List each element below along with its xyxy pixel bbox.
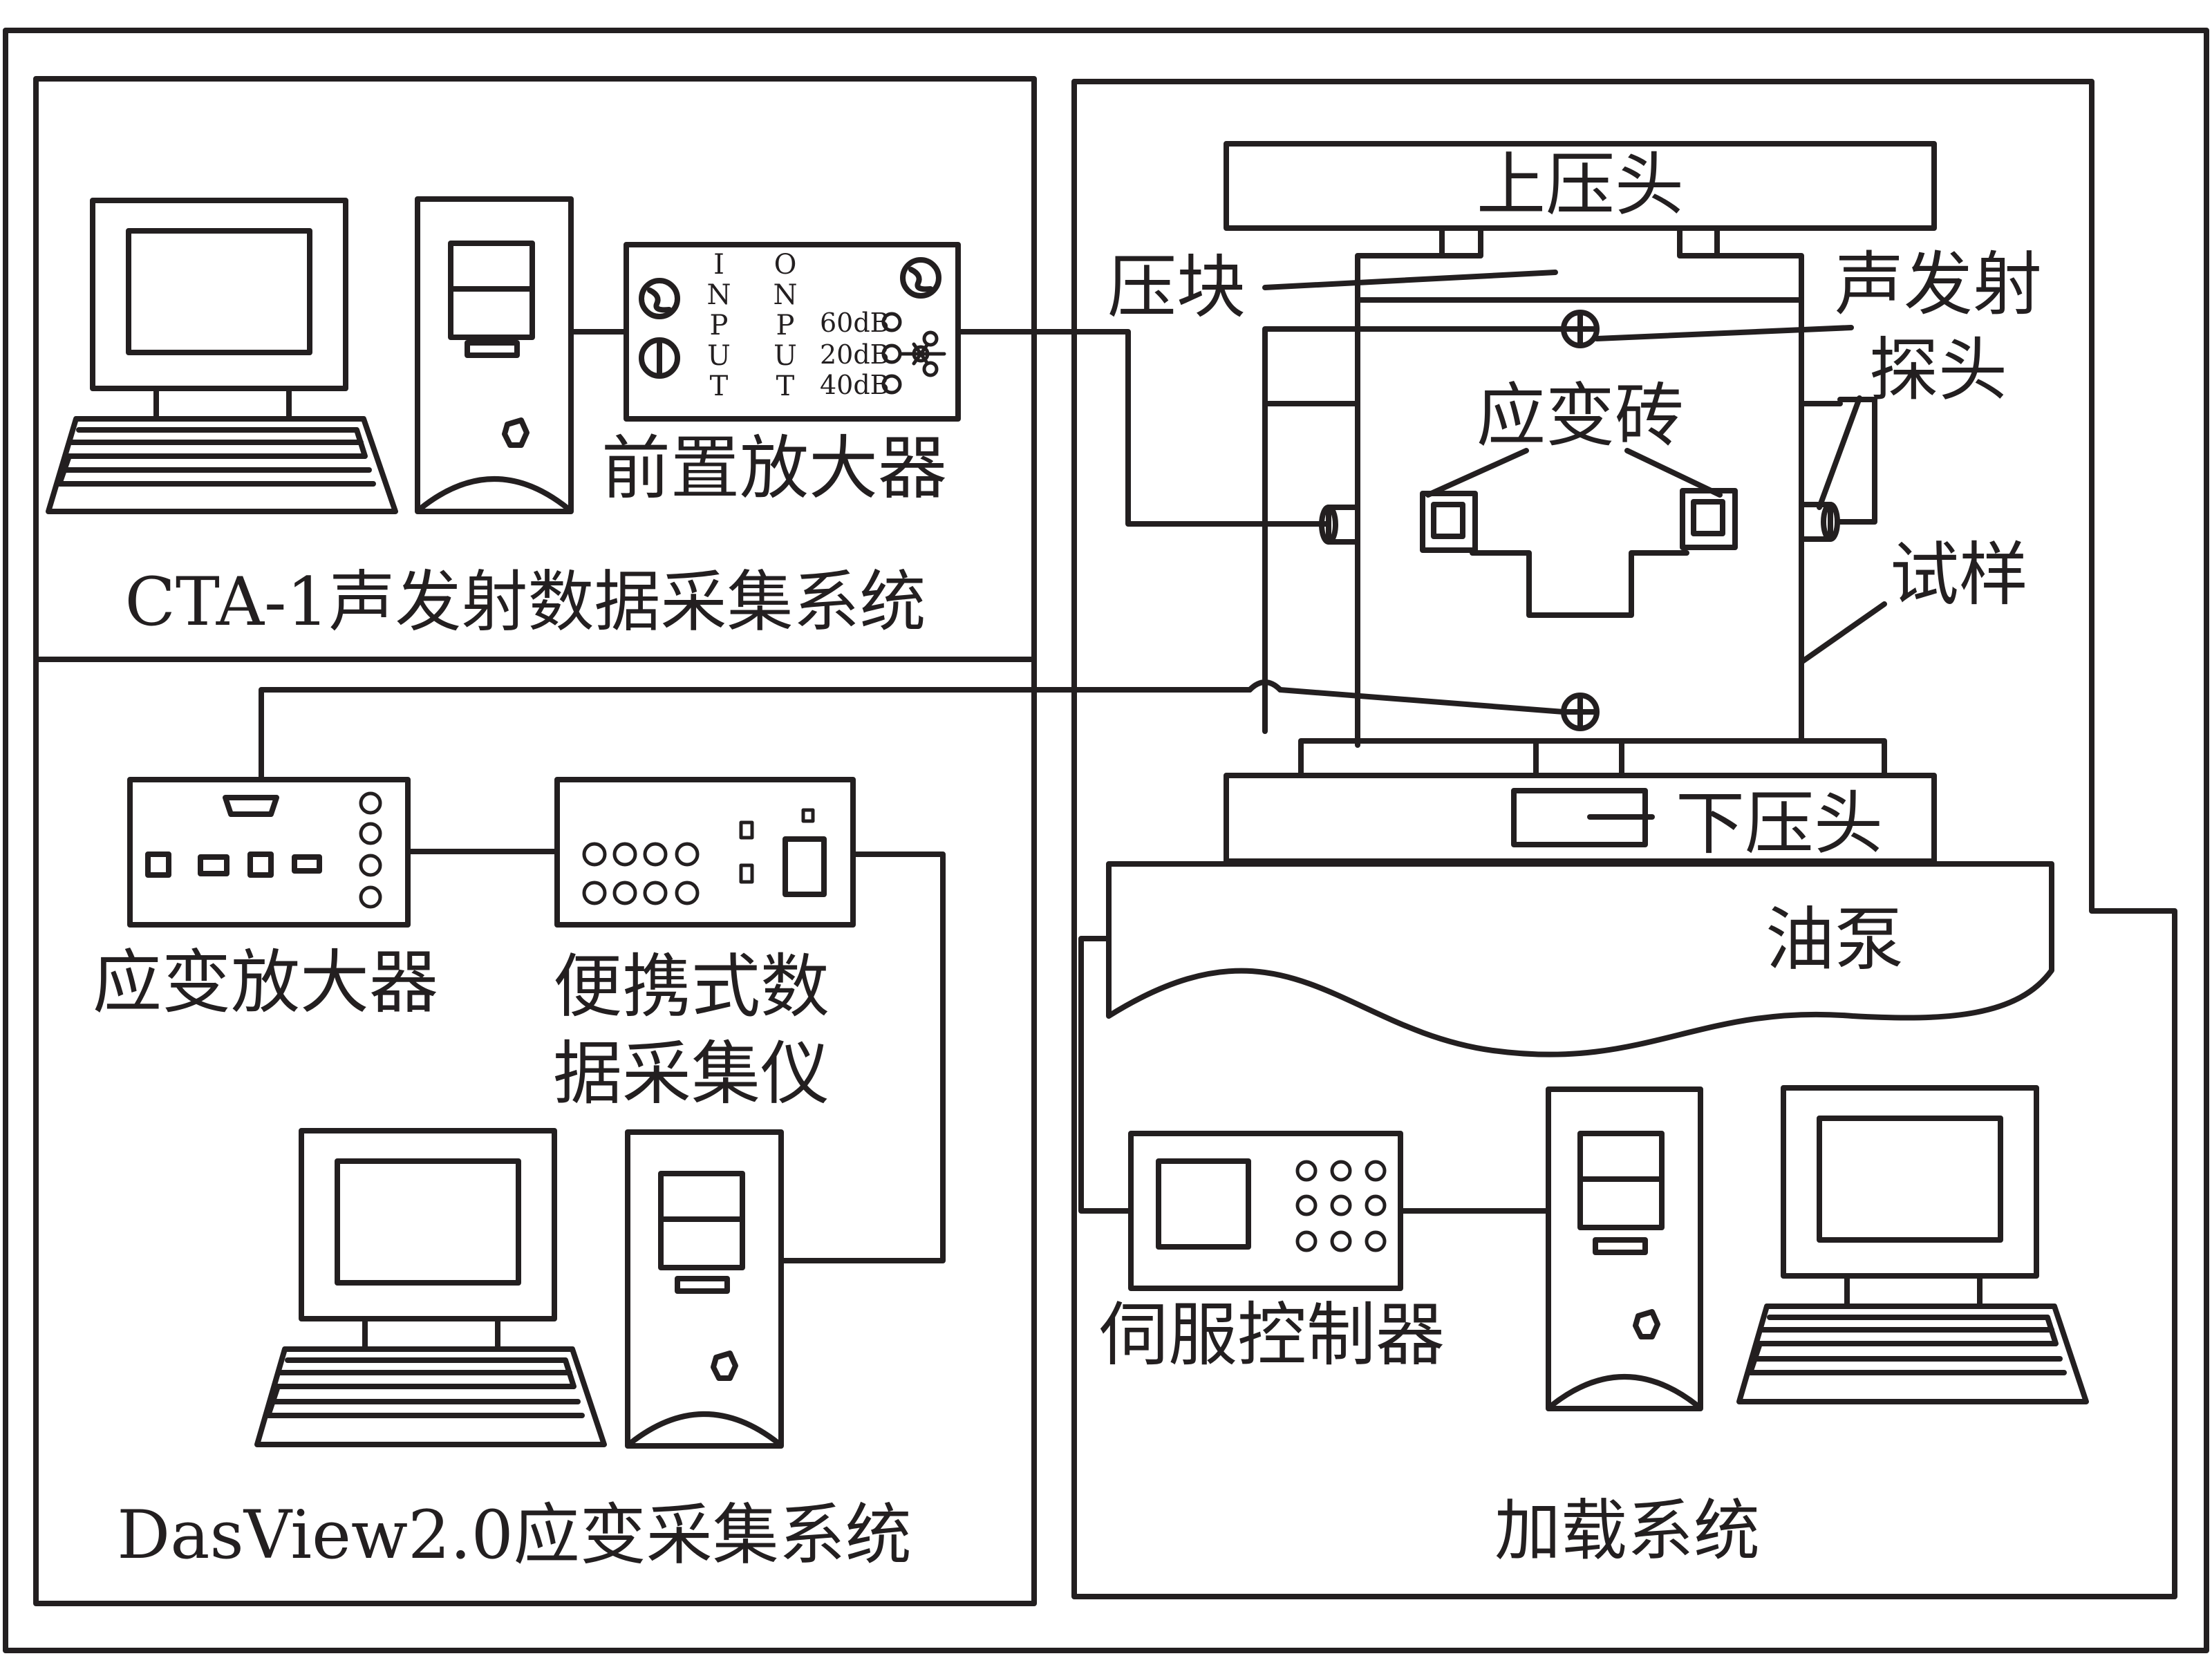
- ae-tower: [415, 196, 574, 514]
- portable-daq: [554, 777, 856, 928]
- ae-keyboard: [46, 416, 398, 514]
- servo-controller: [1128, 1131, 1403, 1291]
- output-letter-t: T: [776, 370, 795, 402]
- strain-monitor: [299, 1128, 557, 1352]
- cable-pump-to-servo: [1078, 936, 1134, 1214]
- strain-computer: [254, 1128, 784, 1449]
- strain-system-label: DasView2.0应变采集系统: [117, 1496, 911, 1574]
- upper-press-head: [1224, 141, 1937, 258]
- specimen-leader: [1799, 601, 1887, 665]
- strain-brick-wiring: [1470, 550, 1689, 618]
- gain-20db-label: 20dB: [820, 339, 890, 370]
- preamp-label: 前置放大器: [601, 428, 947, 509]
- loading-tower: [1546, 1086, 1703, 1411]
- strain-brick-label: 应变砖: [1477, 375, 1684, 456]
- strain-brick-left: [1420, 491, 1478, 553]
- right-probe-leader: [1817, 395, 1862, 510]
- strain-brick-leader-right: [1624, 448, 1723, 498]
- cable-preamp-to-left-probe: [955, 329, 1331, 527]
- servo-controller-label: 伺服控制器: [1099, 1295, 1445, 1375]
- strain-system-panel: [33, 657, 1037, 1606]
- output-letter-o: O: [774, 249, 797, 281]
- input-letter-i: I: [713, 249, 724, 281]
- ae-system-label: CTA-1声发射数据采集系统: [124, 563, 926, 641]
- gain-selector-icon: [898, 330, 946, 377]
- oil-pump-label: 油泵: [1765, 899, 1904, 980]
- daq-label-line2: 据采集仪: [553, 1033, 830, 1114]
- output-letter-n: N: [774, 279, 798, 311]
- strain-amplifier-label: 应变放大器: [93, 942, 438, 1023]
- input-letter-u: U: [707, 340, 731, 372]
- ae-computer: [46, 196, 574, 514]
- knob-icon: [639, 278, 680, 319]
- input-letter-t: T: [710, 370, 729, 402]
- loading-computer: [1546, 1085, 2089, 1411]
- ae-probe-label-line1: 声发射: [1835, 244, 2042, 325]
- outer-frame: [3, 28, 2209, 1653]
- lower-head-label: 下压头: [1676, 783, 1883, 864]
- press-block-leader: [1262, 270, 1558, 290]
- output-letter-p: P: [776, 310, 795, 341]
- press-block-label: 压块: [1107, 247, 1246, 328]
- output-letter-u: U: [774, 340, 797, 372]
- gain-60db-switch: [881, 312, 902, 332]
- strain-brick-leader-left: [1425, 448, 1529, 498]
- cable-right-probe: [1835, 397, 1877, 525]
- cable-to-bottom-probe: [1277, 687, 1566, 715]
- output-label: O N P U T: [774, 249, 798, 402]
- gain-40db-label: 40dB: [820, 370, 890, 400]
- cable-crossover-bump: [1247, 679, 1283, 693]
- knob-icon: [639, 337, 680, 379]
- ae-probe-left: [1319, 505, 1360, 545]
- knob-icon: [900, 257, 941, 299]
- loading-system-panel: [1071, 79, 2177, 1599]
- strain-tower: [625, 1129, 784, 1449]
- gain-40db-switch: [881, 374, 902, 395]
- input-letter-n: N: [707, 279, 731, 311]
- preamp-device: I N P U T O N P U T 60dB 20dB 40dB: [624, 242, 961, 422]
- strain-keyboard: [254, 1346, 607, 1447]
- loading-system-label: 加载系统: [1494, 1492, 1760, 1570]
- cable-top-probe: [1262, 326, 1600, 734]
- ae-probe-leader: [1594, 325, 1854, 341]
- upper-head-label: 上压头: [1477, 144, 1684, 225]
- cable-daq-to-tower: [778, 851, 946, 1263]
- input-letter-p: P: [710, 310, 729, 341]
- cable-strain-amp-to-bottom-probe: [259, 687, 1253, 782]
- oil-pump: [1106, 861, 2054, 1057]
- loading-monitor: [1781, 1085, 2039, 1309]
- input-label: I N P U T: [707, 249, 731, 402]
- strain-amplifier: [127, 777, 411, 928]
- gain-60db-label: 60dB: [820, 308, 890, 338]
- daq-label-line1: 便携式数: [553, 946, 830, 1027]
- loading-keyboard: [1736, 1304, 2089, 1404]
- specimen-label: 试样: [1890, 534, 2028, 615]
- ae-monitor: [90, 198, 348, 422]
- strain-brick-right: [1680, 488, 1738, 550]
- ae-probe-label-line2: 探头: [1869, 330, 2007, 411]
- ae-probe-bottom: [1561, 693, 1600, 731]
